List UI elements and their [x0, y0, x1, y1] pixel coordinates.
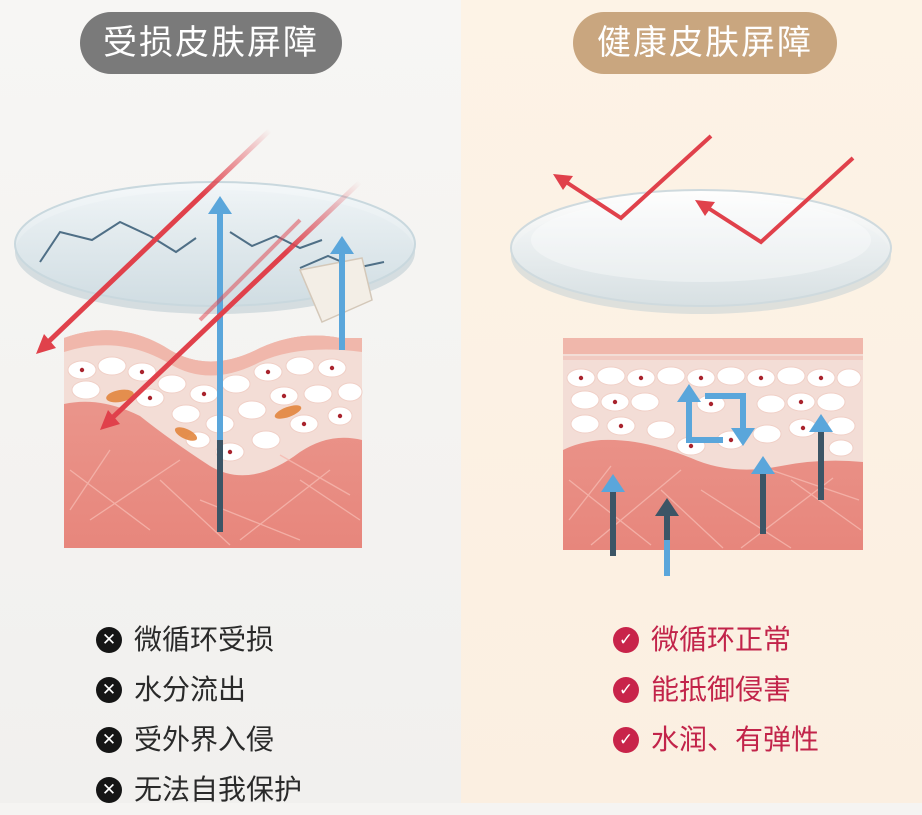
list-item: ✕微循环受损 [96, 615, 302, 665]
x-circle-icon: ✕ [96, 777, 122, 803]
x-circle-icon: ✕ [96, 677, 122, 703]
nutrient-arrows [601, 414, 833, 576]
micro-circulation-arrows [686, 393, 746, 443]
external-threat-arrows [36, 128, 362, 430]
healthy-skin-block [563, 338, 863, 550]
check-circle-icon: ✓ [613, 727, 639, 753]
deflected-threat-arrowheads [553, 174, 715, 216]
micro-circulation-arrowheads [677, 384, 755, 446]
list-item: ✓能抵御侵害 [613, 665, 819, 715]
damaged-skin-block [64, 330, 363, 548]
check-circle-icon: ✓ [613, 677, 639, 703]
healthy-effects-list: ✓微循环正常 ✓能抵御侵害 ✓水润、有弹性 [613, 615, 819, 765]
check-circle-icon: ✓ [613, 627, 639, 653]
x-circle-icon: ✕ [96, 727, 122, 753]
list-item: ✓水润、有弹性 [613, 715, 819, 765]
damaged-barrier-disc [14, 181, 416, 323]
damaged-barrier-panel: 受损皮肤屏障 [0, 0, 461, 806]
damaged-effects-list: ✕微循环受损 ✕水分流出 ✕受外界入侵 ✕无法自我保护 [96, 615, 302, 815]
list-item: ✕无法自我保护 [96, 765, 302, 815]
list-item: ✕水分流出 [96, 665, 302, 715]
list-item: ✕受外界入侵 [96, 715, 302, 765]
x-circle-icon: ✕ [96, 627, 122, 653]
deflected-threat-arrows [561, 134, 855, 245]
healthy-barrier-title: 健康皮肤屏障 [573, 12, 837, 74]
moisture-loss-arrows [208, 196, 354, 532]
healthy-barrier-panel: 健康皮肤屏障 [461, 0, 922, 803]
healthy-barrier-illustration [510, 134, 892, 576]
list-item: ✓微循环正常 [613, 615, 819, 665]
damaged-barrier-title: 受损皮肤屏障 [80, 12, 342, 74]
damaged-barrier-illustration [14, 128, 416, 548]
